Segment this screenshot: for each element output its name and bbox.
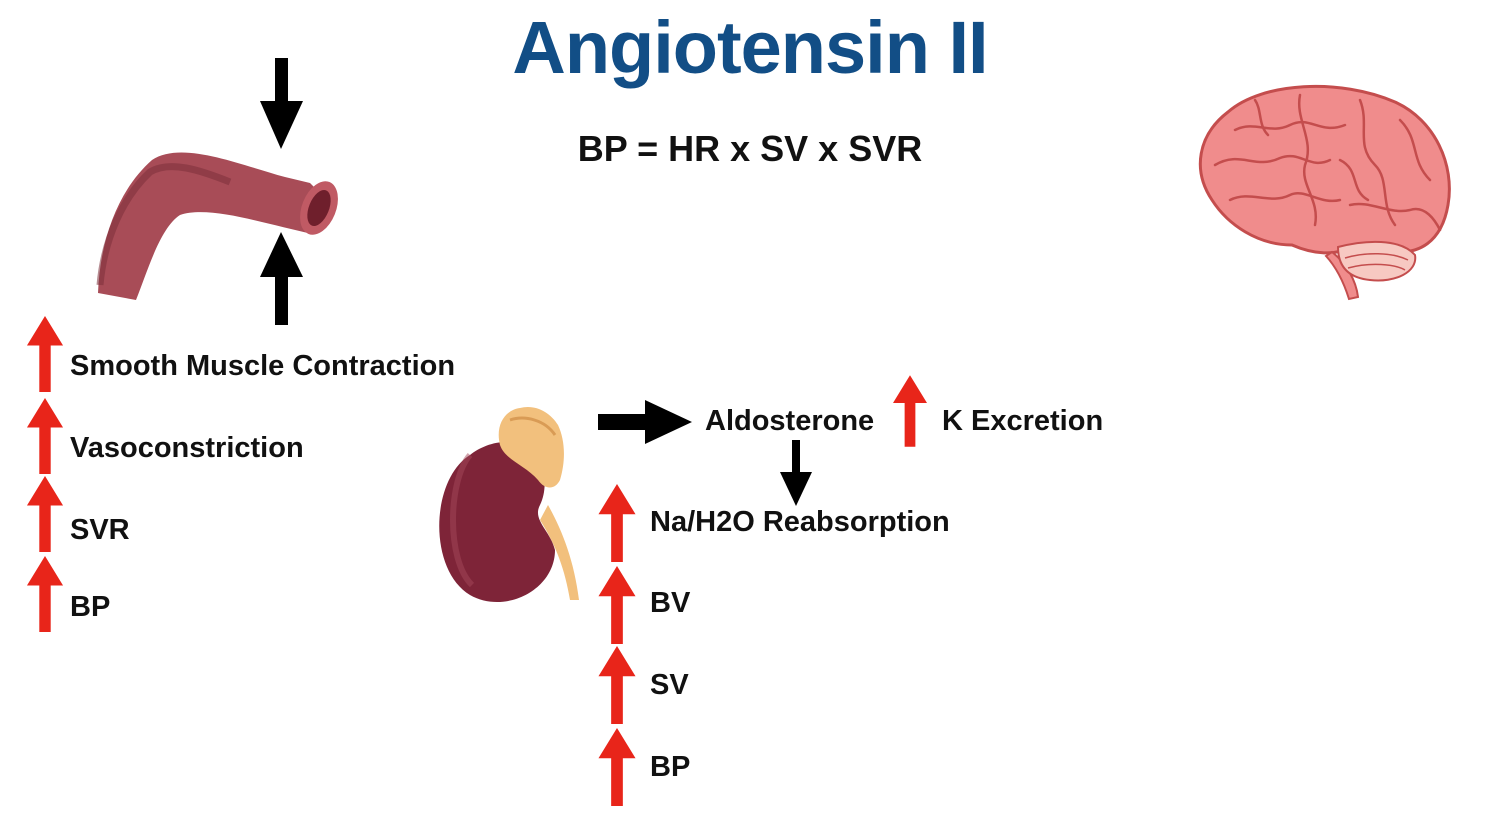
red-up-arrow-icon [26,476,64,552]
effect-smooth-muscle-contraction: Smooth Muscle Contraction [70,350,456,382]
red-up-arrow-icon [26,398,64,474]
red-up-arrow-icon [598,484,636,562]
effect-svr: SVR [70,514,130,546]
effect-bp-right: BP [650,751,691,783]
effect-vasoconstriction: Vasoconstriction [70,432,304,464]
red-up-arrow-icon [598,728,636,806]
red-up-arrow-icon [26,316,64,392]
compression-arrow-down-icon [260,58,303,149]
kidney-adrenal-icon [439,406,579,603]
red-up-arrow-icon [598,566,636,644]
brain-icon [1198,84,1451,301]
aldosterone-label: Aldosterone [705,405,875,437]
effect-bv: BV [650,587,691,619]
red-up-arrow-icon [26,556,64,632]
page-title: Angiotensin II [512,6,988,89]
compression-arrow-up-icon [260,232,303,325]
bp-formula: BP = HR x SV x SVR [577,128,923,169]
effect-sv: SV [650,669,689,701]
k-excretion-label: K Excretion [942,405,1104,437]
red-up-arrow-icon [598,646,636,724]
red-up-arrow-icon [893,375,927,447]
effect-bp-left: BP [70,591,111,623]
arrow-down-icon [780,440,812,506]
blood-vessel-icon [96,152,338,300]
effect-na-h2o-reabsorption: Na/H2O Reabsorption [650,506,950,538]
arrow-to-aldosterone-icon [598,400,692,444]
